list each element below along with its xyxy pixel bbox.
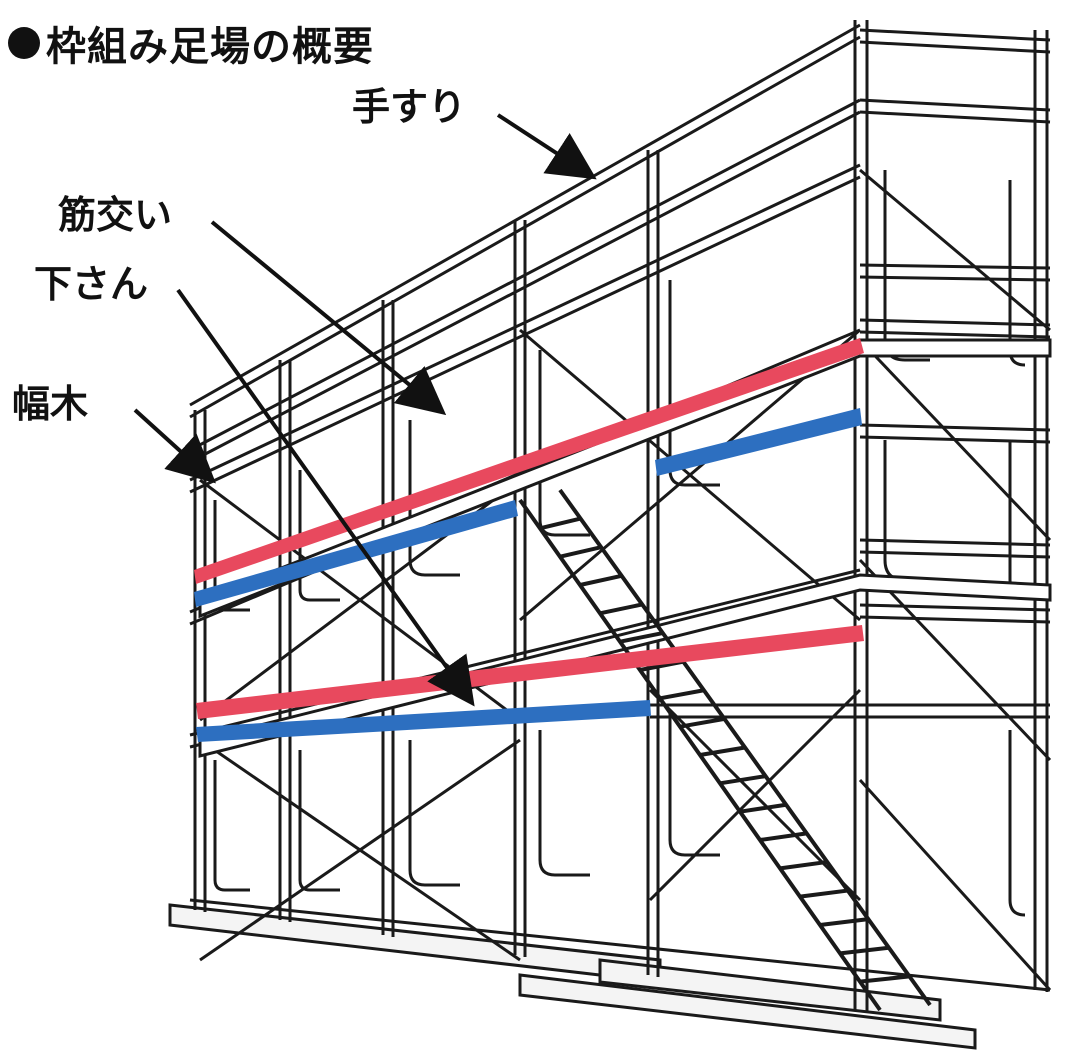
- toe-boards: [194, 408, 862, 742]
- stair-tread: [719, 774, 766, 786]
- vertical-posts: [193, 20, 1049, 1012]
- stair-tread: [779, 859, 828, 871]
- stair-tread: [759, 831, 807, 842]
- lower-rail-arrow: [176, 288, 475, 707]
- stair-tread: [739, 802, 787, 814]
- stair-tread: [659, 688, 705, 701]
- label-brace: 筋交い: [58, 193, 173, 237]
- stair-tread: [699, 745, 746, 757]
- label-lower-rail: 下さん: [34, 262, 149, 306]
- stair-tread: [679, 716, 725, 729]
- stair-tread: [839, 945, 890, 956]
- handrail-arrow: [496, 113, 597, 180]
- stair-tread: [859, 974, 910, 984]
- staircase: [518, 488, 932, 1012]
- stair-tread: [619, 631, 664, 644]
- label-toe-board: 幅木: [12, 382, 89, 426]
- brace-arrow: [210, 220, 447, 416]
- stair-tread: [539, 516, 582, 531]
- stair-tread: [579, 573, 623, 587]
- base-boards: [168, 903, 977, 1050]
- stair-tread: [599, 602, 643, 616]
- title-text: 枠組み足場の概要: [46, 24, 374, 70]
- diagram-title: 枠組み足場の概要: [8, 14, 374, 72]
- label-handrail: 手すり: [352, 85, 467, 129]
- bullet-icon: [8, 27, 40, 59]
- toe-board-arrow: [133, 408, 216, 484]
- stair-tread: [799, 888, 849, 899]
- callout-arrows: [133, 113, 597, 707]
- stair-tread: [819, 917, 869, 927]
- stair-tread: [559, 545, 602, 559]
- stair-tread: [639, 659, 684, 672]
- lower-rails: [194, 338, 864, 719]
